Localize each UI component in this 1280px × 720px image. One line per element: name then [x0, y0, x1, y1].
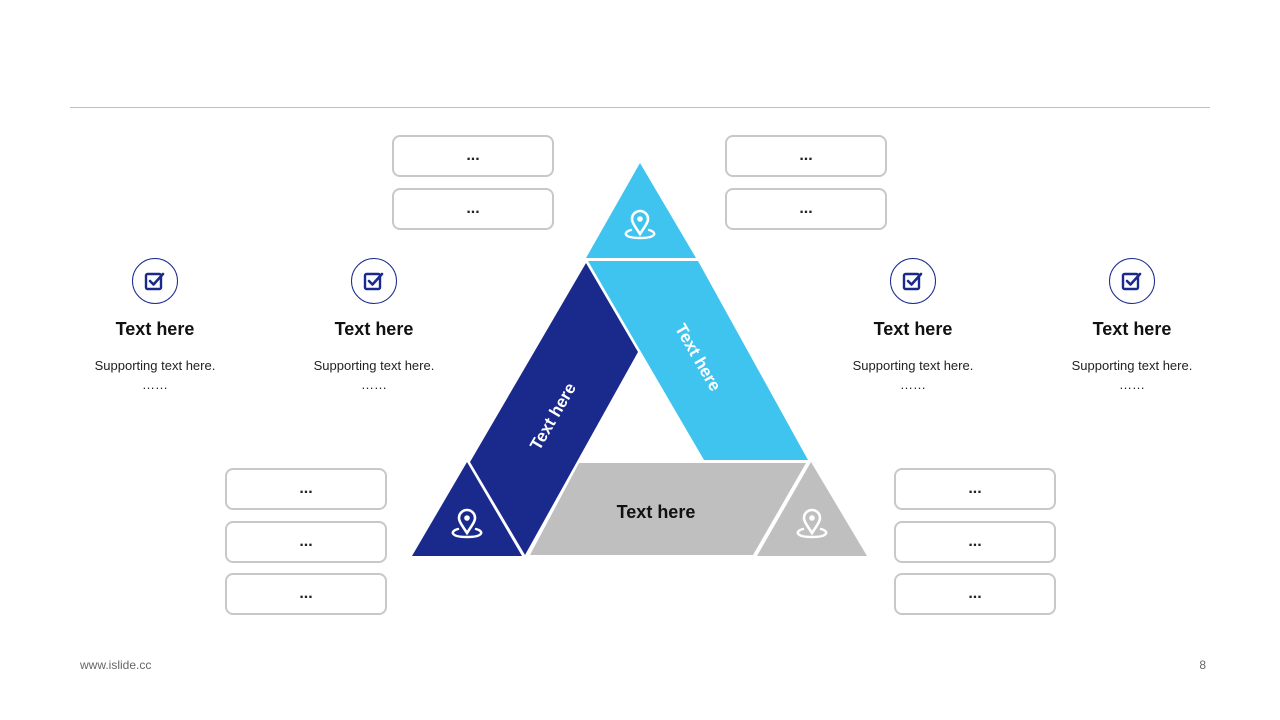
column-title: Text here: [115, 319, 195, 339]
bottom-right-box-3[interactable]: ...: [894, 573, 1056, 615]
box-text: ...: [466, 200, 480, 217]
column-title: Text here: [873, 319, 953, 339]
box-text: ...: [299, 585, 313, 602]
location-pin-icon: [796, 508, 828, 539]
top-left-box-2[interactable]: ...: [392, 188, 554, 230]
box-text: ...: [299, 480, 313, 497]
bottom-left-box-1[interactable]: ...: [225, 468, 387, 510]
location-pin-icon: [624, 209, 656, 240]
bottom-right-box-2[interactable]: ...: [894, 521, 1056, 563]
checkbox-icon: [132, 258, 178, 304]
bottom-band-label: Text here: [617, 502, 696, 522]
box-text: ...: [799, 147, 813, 164]
box-text: ...: [299, 533, 313, 550]
column-ellipsis: ……: [361, 377, 387, 392]
column-ellipsis: ……: [900, 377, 926, 392]
top-right-box-1[interactable]: ...: [725, 135, 887, 177]
top-right-box-2[interactable]: ...: [725, 188, 887, 230]
checkbox-icon: [890, 258, 936, 304]
column-supporting-text: Supporting text here.: [313, 358, 435, 373]
column-ellipsis: ……: [142, 377, 168, 392]
column-supporting-text: Supporting text here.: [94, 358, 216, 373]
feature-column-1: Text here Supporting text here. ……: [70, 258, 240, 392]
column-title: Text here: [1092, 319, 1172, 339]
left-band: [470, 263, 638, 555]
header-divider: [70, 107, 1210, 108]
column-supporting-text: Supporting text here.: [1071, 358, 1193, 373]
bottom-left-box-2[interactable]: ...: [225, 521, 387, 563]
box-text: ...: [799, 200, 813, 217]
column-ellipsis: ……: [1119, 377, 1145, 392]
location-pin-icon: [451, 508, 483, 539]
footer-website: www.islide.cc: [80, 658, 152, 672]
box-text: ...: [968, 533, 982, 550]
checkbox-icon: [1109, 258, 1155, 304]
feature-column-4: Text here Supporting text here. ……: [1047, 258, 1217, 392]
box-text: ...: [968, 480, 982, 497]
feature-column-2: Text here Supporting text here. ……: [289, 258, 459, 392]
top-left-box-1[interactable]: ...: [392, 135, 554, 177]
bottom-left-box-3[interactable]: ...: [225, 573, 387, 615]
page-number: 8: [1199, 658, 1206, 672]
column-supporting-text: Supporting text here.: [852, 358, 974, 373]
right-band: [588, 261, 808, 460]
bottom-band: [530, 463, 806, 555]
box-text: ...: [968, 585, 982, 602]
feature-column-3: Text here Supporting text here. ……: [828, 258, 998, 392]
bottom-right-box-1[interactable]: ...: [894, 468, 1056, 510]
box-text: ...: [466, 147, 480, 164]
checkbox-icon: [351, 258, 397, 304]
column-title: Text here: [334, 319, 414, 339]
